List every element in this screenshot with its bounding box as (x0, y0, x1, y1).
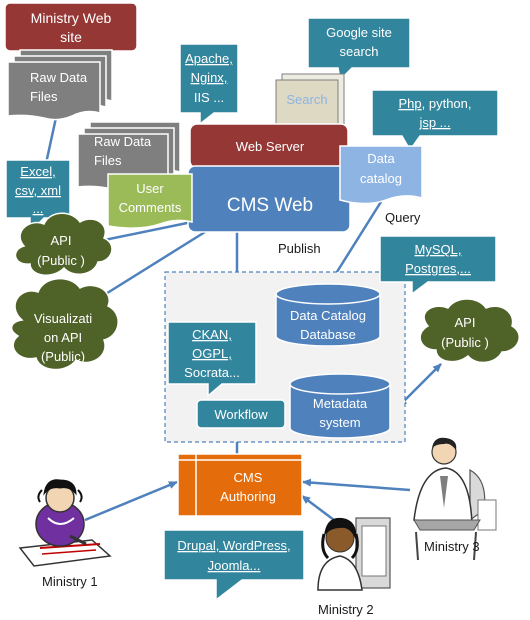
cms-web: CMS Web (187, 165, 351, 233)
user-comments-line1: User (136, 181, 164, 196)
workflow-label: Workflow (214, 407, 268, 422)
drupal-callout: Drupal, WordPress, Joomla... (163, 529, 305, 602)
apache-link[interactable]: Apache, (185, 51, 233, 66)
php-callout-rest: , python, (422, 96, 472, 111)
api-left-line2: (Public ) (37, 253, 85, 268)
query-arrow (328, 196, 386, 284)
ogpl-link[interactable]: OGPL, (192, 346, 232, 361)
workflow-box: Workflow (196, 399, 286, 429)
excel-callout: Excel, csv, xml ... (5, 159, 71, 234)
visualization-line3: (Public) (41, 349, 85, 364)
ministry1-arrow (84, 480, 178, 522)
csv-xml-link[interactable]: csv, xml (15, 183, 61, 198)
cms-authoring-line2: Authoring (220, 489, 276, 504)
google-callout: Google site search (307, 17, 411, 82)
metadata-system: Metadata system (289, 373, 391, 439)
visualization-line1: Visualizati (34, 311, 92, 326)
metadata-line1: Metadata (313, 396, 368, 411)
ministry3-arrow (302, 478, 411, 492)
data-catalog-line1: Data (367, 151, 395, 166)
socrata-label: Socrata... (184, 365, 240, 380)
user-comments-line2: Comments (119, 200, 182, 215)
visualization-line2: on API (44, 330, 82, 345)
cms-web-label: CMS Web (227, 195, 313, 216)
data-catalog-doc: Data catalog (339, 145, 423, 205)
api-right-line2: (Public ) (441, 335, 489, 350)
ckan-callout: CKAN, OGPL, Socrata... (167, 321, 257, 398)
metadata-line2: system (319, 415, 360, 430)
web-server-label: Web Server (236, 139, 305, 154)
joomla-link[interactable]: Joomla... (208, 558, 261, 573)
drupal-wordpress-link[interactable]: Drupal, WordPress, (177, 538, 290, 553)
api-public-right-cloud: API (Public ) (419, 298, 520, 364)
visualization-api-cloud: Visualizati on API (Public) (10, 278, 119, 371)
search-label: Search (286, 92, 327, 107)
metadata-api-arrow (398, 363, 442, 407)
mysql-callout: MySQL, Postgres,... (379, 235, 497, 296)
apache-callout: Apache, Nginx, IIS ... (179, 43, 239, 126)
api-public-left-cloud: API (Public ) (14, 212, 113, 276)
google-callout-line1: Google site (326, 25, 392, 40)
web-server: Web Server (189, 123, 349, 169)
mysql-link[interactable]: MySQL, (415, 242, 462, 257)
query-label: Query (385, 210, 421, 225)
ministry-1-person-icon (18, 479, 112, 567)
cms-authoring: CMS Authoring (177, 453, 303, 517)
api-left-line1: API (51, 233, 72, 248)
iis-label: IIS ... (194, 90, 224, 105)
ministry-3-label: Ministry 3 (424, 539, 480, 554)
php-callout-line1[interactable]: Php, python, (398, 96, 471, 111)
api-right-line1: API (455, 315, 476, 330)
ministry-1-label: Ministry 1 (42, 574, 98, 589)
jsp-link[interactable]: jsp ... (418, 115, 450, 130)
php-callout: Php, python, jsp ... (371, 89, 499, 152)
search-doc: Search (275, 73, 345, 131)
user-comments: User Comments (107, 173, 193, 229)
db-line2: Database (300, 327, 356, 342)
postgres-link[interactable]: Postgres,... (405, 261, 471, 276)
ckan-link[interactable]: CKAN, (192, 327, 232, 342)
ministry-2-label: Ministry 2 (318, 602, 374, 617)
db-line1: Data Catalog (290, 308, 366, 323)
excel-link[interactable]: Excel, (20, 164, 55, 179)
ministry-3-person-icon (413, 437, 497, 561)
google-callout-line2: search (339, 44, 378, 59)
cms-authoring-line1: CMS (234, 470, 263, 485)
data-catalog-line2: catalog (360, 171, 402, 186)
ministry2-arrow (301, 495, 339, 524)
excel-ellipsis-link[interactable]: ... (33, 201, 44, 216)
ministry-2-person-icon (317, 517, 391, 591)
php-link[interactable]: Php (398, 96, 421, 111)
data-catalog-database: Data Catalog Database (275, 283, 381, 347)
nginx-link[interactable]: Nginx, (191, 70, 228, 85)
publish-label: Publish (278, 241, 321, 256)
